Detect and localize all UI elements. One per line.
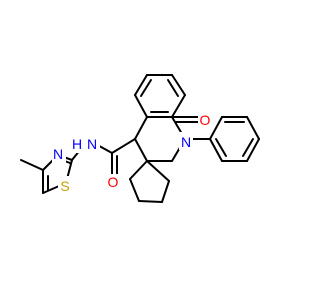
atom-label-o-carbonyl-ring: O <box>200 112 211 128</box>
atom-label-h-amide: H <box>72 136 82 152</box>
atom-label-n-amide: N <box>87 136 97 152</box>
atom-label-s-thiazole: S <box>60 178 69 194</box>
atom-label-n-thiazole: N <box>53 146 63 162</box>
molecule-drawing: O N N H O N S <box>20 74 260 203</box>
cyclopentane-ring <box>129 160 170 203</box>
benzyl-group <box>184 116 260 162</box>
fused-benzene-ring <box>134 74 186 118</box>
atom-labels: O N N H O N S <box>52 110 212 194</box>
atom-label-o-amide: O <box>108 174 119 190</box>
structure-canvas: O N N H O N S <box>20 74 260 203</box>
atom-label-n-lactam: N <box>181 134 191 150</box>
